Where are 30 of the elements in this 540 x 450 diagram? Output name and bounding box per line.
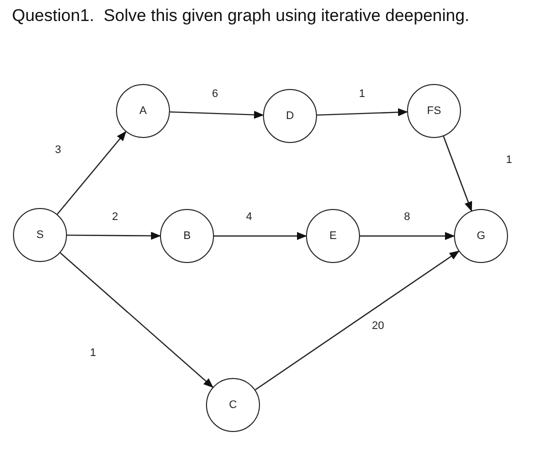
edge-label: 8 <box>402 210 412 224</box>
title: Question1. Solve this given graph using iterative deepening. <box>12 6 470 26</box>
edge-label: 3 <box>54 144 62 156</box>
node-circle <box>454 209 508 263</box>
edge-label: 20 <box>370 320 386 332</box>
arrow <box>360 232 455 240</box>
arrow <box>56 131 126 215</box>
node-label: S <box>36 229 44 241</box>
arrow <box>170 110 264 119</box>
node-circle <box>407 84 461 138</box>
node-circle <box>206 378 260 432</box>
node-label: D <box>286 110 294 122</box>
node-label: E <box>329 230 337 242</box>
arrow <box>60 252 214 388</box>
edge-label: 6 <box>210 88 220 100</box>
arrow <box>254 250 460 390</box>
arrow <box>442 136 472 212</box>
node-circle <box>13 208 67 262</box>
node-circle <box>116 84 170 138</box>
node-label: FS <box>426 105 442 117</box>
node-label: G <box>476 230 486 242</box>
node-circle <box>263 89 317 143</box>
arrow <box>316 108 408 116</box>
node-label: A <box>139 105 147 117</box>
arrow <box>67 232 161 240</box>
node-circle <box>160 209 214 263</box>
node-circle <box>306 209 360 263</box>
arrow <box>214 232 307 240</box>
node-label: B <box>183 230 191 242</box>
node-label: C <box>229 399 237 411</box>
